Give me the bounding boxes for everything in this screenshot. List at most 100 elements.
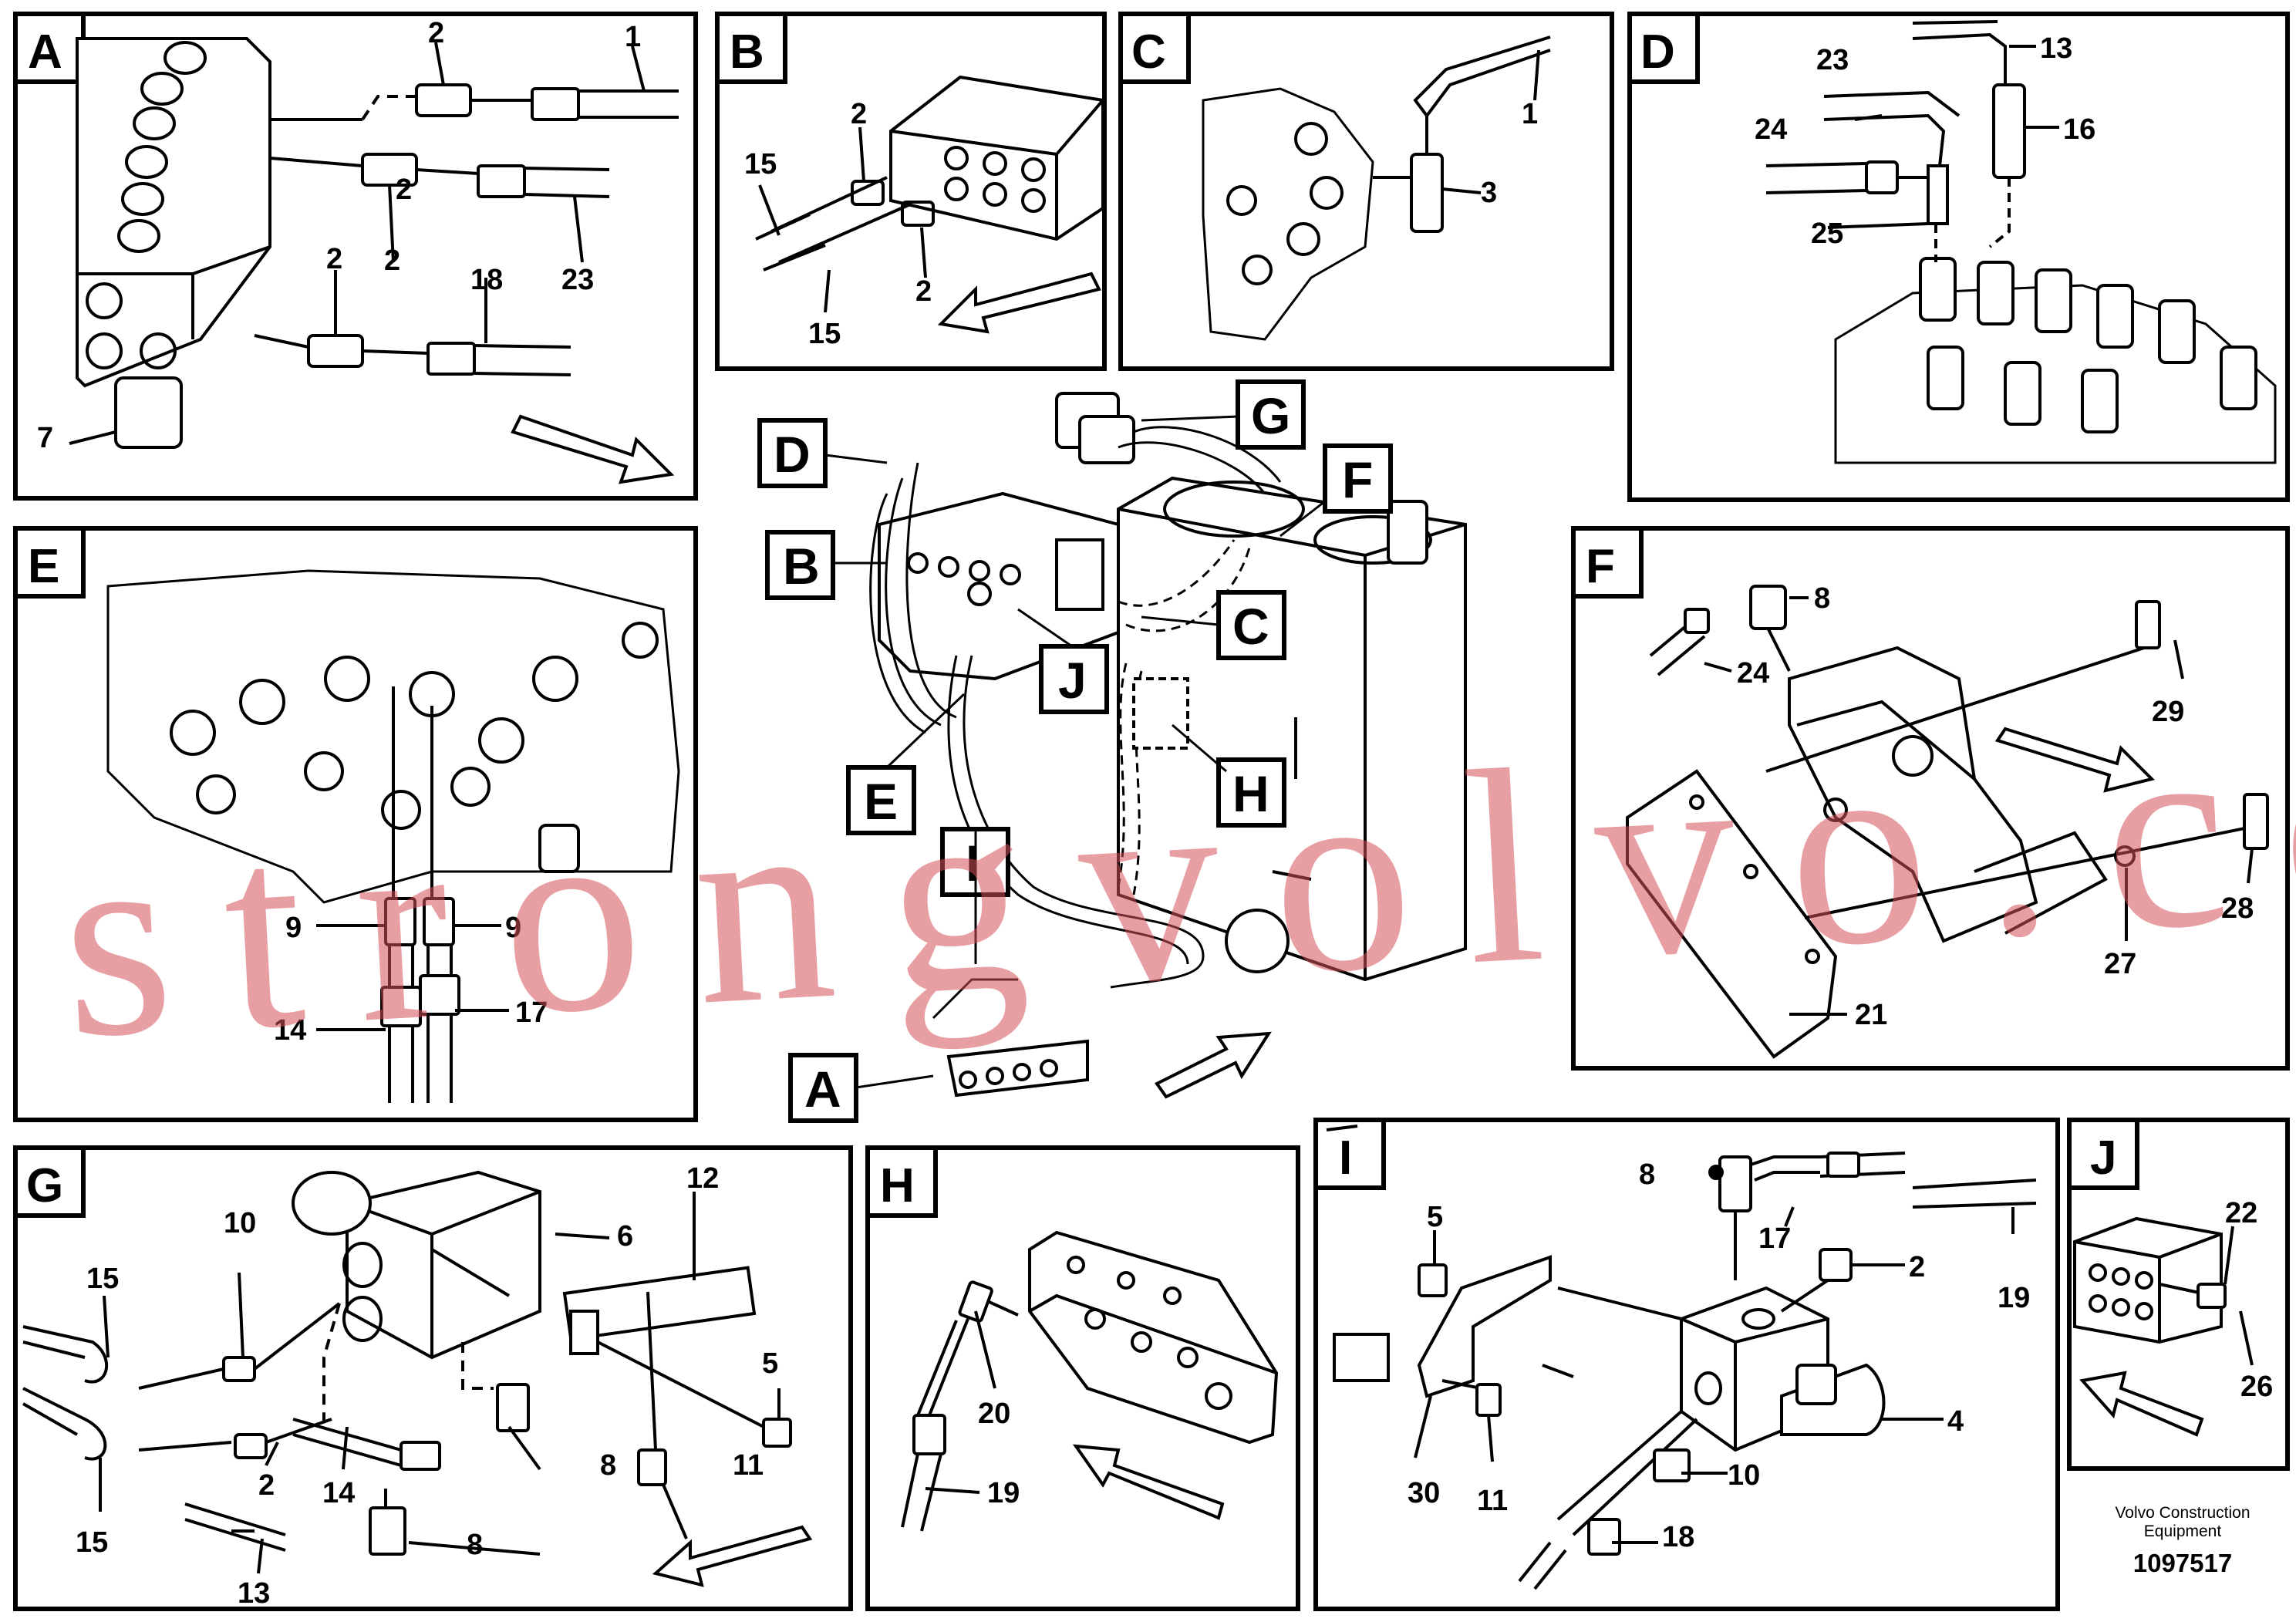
- panel-a-letter: A: [28, 25, 62, 79]
- panel-f-letter: F: [1586, 540, 1615, 593]
- callout-i-18: 18: [1662, 1521, 1694, 1553]
- callout-g-11: 11: [733, 1449, 764, 1482]
- valve-block-g: [346, 1170, 541, 1360]
- direction-arrow-j: [2079, 1371, 2204, 1437]
- panel-c: C: [1118, 12, 1614, 371]
- callout-h-19: 19: [987, 1477, 1020, 1509]
- callout-i-5: 5: [1427, 1201, 1443, 1233]
- callout-g-8b: 8: [467, 1529, 483, 1561]
- panel-i: I: [1313, 1118, 2060, 1611]
- mounting-plate-f: [1626, 769, 1838, 1059]
- panel-j-letter: J: [2090, 1131, 2116, 1185]
- callout-b-2a: 2: [851, 98, 867, 130]
- overview-label-i: I: [966, 835, 979, 892]
- panel-g-frame: [13, 1145, 853, 1611]
- callout-d-24: 24: [1755, 113, 1787, 146]
- callout-b-15a: 15: [744, 148, 777, 180]
- callout-i-11: 11: [1477, 1485, 1508, 1517]
- panel-j-frame: [2067, 1118, 2290, 1471]
- panel-c-frame: [1118, 12, 1614, 371]
- callout-i-30: 30: [1408, 1477, 1440, 1509]
- direction-arrow-overview: [1155, 1031, 1272, 1099]
- callout-a-2a: 2: [428, 17, 444, 49]
- callout-b-15b: 15: [808, 318, 841, 350]
- direction-arrow-b: [937, 271, 1101, 334]
- callout-i-8: 8: [1639, 1158, 1655, 1191]
- callout-g-8a: 8: [600, 1449, 616, 1482]
- callout-a-2b: 2: [384, 244, 400, 277]
- callout-c-1: 1: [1522, 98, 1538, 130]
- panel-d: D: [1627, 12, 2290, 502]
- panel-h-letter: H: [880, 1159, 915, 1212]
- panel-j-letter-box: [2067, 1118, 2139, 1190]
- callout-e-17: 17: [515, 996, 548, 1029]
- panel-e-frame: [13, 526, 698, 1122]
- callout-a-2c: 2: [326, 243, 342, 275]
- callout-f-27: 27: [2104, 948, 2136, 980]
- callout-i-10: 10: [1728, 1459, 1760, 1492]
- brand-label: Volvo Construction Equipment: [2082, 1504, 2283, 1541]
- overview-machine: [757, 379, 1467, 1123]
- panel-d-letter: D: [1640, 25, 1675, 79]
- callout-j-22: 22: [2225, 1197, 2257, 1229]
- direction-arrow-a: [511, 414, 675, 484]
- panel-i-letter: I: [1339, 1131, 1352, 1185]
- callout-c-3: 3: [1481, 177, 1497, 209]
- direction-arrow-f: [1994, 727, 2155, 793]
- callout-g-13: 13: [238, 1577, 270, 1610]
- callout-e-9b: 9: [505, 912, 521, 944]
- callout-d-16: 16: [2063, 113, 2095, 146]
- overview-label-d: D: [774, 426, 811, 483]
- brand-line-1: Volvo Construction: [2115, 1504, 2250, 1522]
- valve-block-a: [76, 37, 271, 388]
- callout-g-10: 10: [224, 1207, 256, 1239]
- callout-g-6: 6: [617, 1220, 633, 1253]
- panel-a: A: [13, 12, 698, 501]
- overview-label-c: C: [1232, 598, 1269, 655]
- callout-e-9a: 9: [285, 912, 302, 944]
- panel-c-letter-box: [1118, 12, 1191, 84]
- callout-d-13: 13: [2040, 32, 2072, 65]
- panel-d-letter-box: [1627, 12, 1700, 84]
- callout-g-5: 5: [762, 1347, 778, 1380]
- callout-f-8: 8: [1814, 582, 1830, 615]
- panel-c-letter: C: [1131, 25, 1166, 79]
- hydraulic-tank: [1117, 476, 1467, 982]
- panel-b: B: [715, 12, 1107, 371]
- callout-f-28: 28: [2221, 892, 2254, 925]
- plate-h: [1028, 1230, 1279, 1445]
- panel-j: J: [2067, 1118, 2290, 1471]
- overview-label-e: E: [864, 773, 898, 830]
- panel-e-letter-box: [13, 526, 86, 599]
- panel-h: H: [865, 1145, 1300, 1611]
- overview-label-h: H: [1232, 765, 1269, 822]
- callout-labels: 1 2 2 23 2 18 2 7 2 15 15 2 1 3 23 13 24…: [37, 17, 2273, 1610]
- panel-f-frame: [1571, 526, 2290, 1071]
- panel-a-frame: [13, 12, 698, 501]
- callout-a-18: 18: [470, 264, 503, 296]
- panel-i-frame: [1313, 1118, 2060, 1611]
- callout-f-21: 21: [1855, 999, 1887, 1031]
- callout-g-12: 12: [686, 1162, 719, 1195]
- panel-e: E: [13, 526, 698, 1122]
- callout-d-23: 23: [1816, 44, 1849, 76]
- panel-g: G: [13, 1145, 853, 1611]
- callout-g-14: 14: [322, 1477, 355, 1509]
- overview-label-a: A: [804, 1061, 841, 1118]
- panel-a-letter-box: [13, 12, 86, 84]
- overview-label-b: B: [783, 538, 820, 595]
- overview-label-j: J: [1058, 652, 1087, 709]
- callout-a-23: 23: [561, 264, 594, 296]
- callout-i-2: 2: [1909, 1251, 1925, 1283]
- callout-j-26: 26: [2240, 1371, 2273, 1403]
- panel-h-letter-box: [865, 1145, 938, 1218]
- callout-f-29: 29: [2152, 696, 2184, 728]
- panel-g-letter: G: [26, 1159, 63, 1212]
- panel-d-frame: [1627, 12, 2290, 502]
- callout-d-25: 25: [1811, 218, 1843, 250]
- document-number: 1097517: [2132, 1549, 2233, 1577]
- callout-i-4: 4: [1947, 1405, 1964, 1438]
- overview-labels: D G F B C J H E I A: [774, 387, 1373, 1118]
- overview-label-g: G: [1251, 387, 1290, 444]
